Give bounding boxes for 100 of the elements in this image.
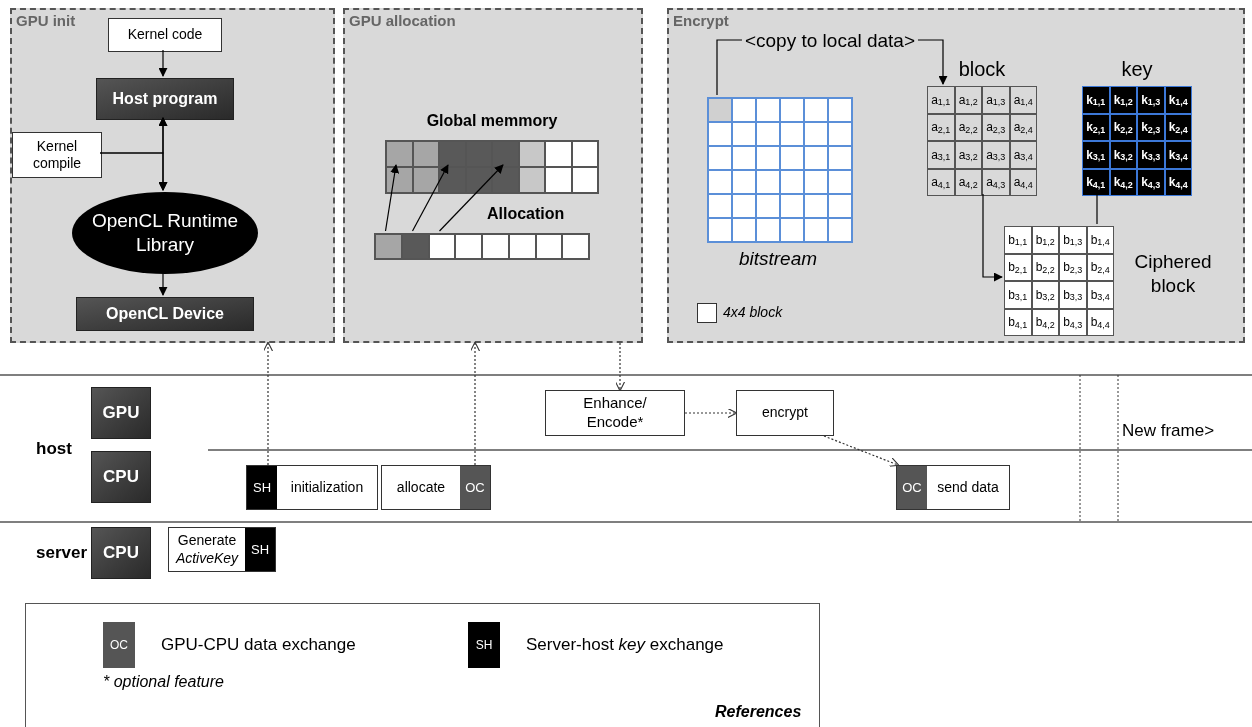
panel-title: Encrypt — [673, 11, 729, 31]
legend-text: GPU-CPU data exchange — [161, 634, 356, 657]
node-caption: Ciphered block — [1133, 250, 1213, 298]
arrow — [982, 193, 1003, 282]
matrix-cell: a$_{4,1}$ — [927, 168, 955, 196]
grid-heading: Allocation — [487, 204, 565, 224]
arrow — [384, 164, 400, 232]
tag-badge: SH — [245, 528, 275, 571]
matrix-cell: b$_{4,2}$ — [1031, 308, 1059, 336]
matrix-cell: b$_{3,3}$ — [1059, 281, 1087, 309]
matrix-cell: a$_{2,2}$ — [954, 113, 982, 141]
matrix-cell: b$_{3,2}$ — [1031, 281, 1059, 309]
matrix-cell: b$_{2,4}$ — [1086, 253, 1114, 281]
processor-box: CPU — [91, 527, 151, 579]
matrix-cell: k$_{1,1}$ — [1082, 86, 1110, 114]
matrix-cell: a$_{4,2}$ — [954, 168, 982, 196]
dotted-arrow — [262, 341, 274, 466]
node-caption: bitstream — [737, 247, 819, 271]
matrix-cell: b$_{2,2}$ — [1031, 253, 1059, 281]
group-panel — [10, 8, 335, 343]
matrix-cell: a$_{1,1}$ — [927, 86, 955, 114]
arrow — [438, 164, 504, 232]
matrix-cell: a$_{1,3}$ — [982, 86, 1010, 114]
matrix-cell: a$_{4,4}$ — [1009, 168, 1037, 196]
tag-badge: OC — [460, 466, 490, 509]
matrix-cell: a$_{3,2}$ — [954, 141, 982, 169]
dotted-arrow — [469, 341, 481, 466]
matrix-cell: b$_{4,1}$ — [1004, 308, 1032, 336]
task-label: allocate — [395, 478, 447, 497]
grid-heading: key — [1121, 57, 1153, 82]
process-box: Host program — [96, 78, 234, 120]
lane-label: host — [36, 438, 72, 460]
matrix-cell: b$_{1,4}$ — [1086, 226, 1114, 254]
matrix-cell: b$_{2,3}$ — [1059, 253, 1087, 281]
panel-title: GPU init — [16, 11, 76, 31]
matrix-cell: k$_{3,1}$ — [1082, 141, 1110, 169]
process-box: OpenCL Device — [76, 297, 254, 331]
processor-box: CPU — [91, 451, 151, 503]
task-label: Generate ActiveKey — [174, 532, 240, 567]
matrix-cell: a$_{1,4}$ — [1009, 86, 1037, 114]
arrow — [99, 152, 168, 191]
legend-swatch: OC — [103, 622, 135, 668]
task-label: send data — [936, 478, 1000, 497]
matrix-cell: a$_{3,4}$ — [1009, 141, 1037, 169]
task-box — [896, 465, 1010, 510]
ellipse-node: OpenCL Runtime Library — [72, 192, 258, 274]
matrix-cell: b$_{1,2}$ — [1031, 226, 1059, 254]
arrow — [158, 49, 168, 77]
matrix-cell: a$_{4,3}$ — [982, 168, 1010, 196]
task-box — [246, 465, 378, 510]
matrix-cell: k$_{4,4}$ — [1164, 168, 1192, 196]
matrix-cell: a$_{3,1}$ — [927, 141, 955, 169]
group-panel — [667, 8, 1245, 343]
process-box: Enhance/ Encode* — [545, 390, 685, 436]
matrix-cell: k$_{4,1}$ — [1082, 168, 1110, 196]
matrix-cell: k$_{3,4}$ — [1164, 141, 1192, 169]
note-text: * optional feature — [103, 672, 224, 692]
matrix-cell: b$_{3,4}$ — [1086, 281, 1114, 309]
panel-title: GPU allocation — [349, 11, 456, 31]
matrix-cell: k$_{2,2}$ — [1109, 113, 1137, 141]
matrix-cell: k$_{1,2}$ — [1109, 86, 1137, 114]
matrix-cell: k$_{3,2}$ — [1109, 141, 1137, 169]
lane-label: server — [36, 542, 88, 564]
matrix-cell: k$_{4,3}$ — [1137, 168, 1165, 196]
process-box: encrypt — [736, 390, 834, 436]
tag-badge: SH — [247, 466, 277, 509]
grid-heading: block — [958, 57, 1006, 82]
matrix-cell: b$_{2,1}$ — [1004, 253, 1032, 281]
matrix-cell: k$_{3,3}$ — [1137, 141, 1165, 169]
matrix-cell: a$_{2,1}$ — [927, 113, 955, 141]
matrix-cell: b$_{1,3}$ — [1059, 226, 1087, 254]
matrix-cell: b$_{4,3}$ — [1059, 308, 1087, 336]
matrix-cell: a$_{2,3}$ — [982, 113, 1010, 141]
legend-text: 4x4 block — [723, 303, 783, 322]
matrix-cell: k$_{2,3}$ — [1137, 113, 1165, 141]
matrix-cell: k$_{2,1}$ — [1082, 113, 1110, 141]
process-box: Kernel code — [108, 18, 222, 52]
dotted-arrow — [684, 407, 738, 419]
matrix-cell: a$_{3,3}$ — [982, 141, 1010, 169]
task-box — [168, 527, 276, 572]
arrow — [411, 164, 449, 232]
dotted-arrow — [823, 435, 900, 467]
note-text: References — [715, 702, 802, 722]
connector-line — [1096, 193, 1098, 225]
legend-swatch: SH — [468, 622, 500, 668]
matrix-cell: k$_{1,4}$ — [1164, 86, 1192, 114]
processor-box: GPU — [91, 387, 151, 439]
matrix-cell: b$_{1,1}$ — [1004, 226, 1032, 254]
arrow — [158, 271, 168, 296]
matrix-cell: b$_{3,1}$ — [1004, 281, 1032, 309]
tag-badge: OC — [897, 466, 927, 509]
legend-text: Server-host key exchange — [526, 634, 724, 657]
grid-heading: Global memmory — [426, 111, 558, 131]
note-text: New frame> — [1122, 420, 1215, 442]
task-box — [381, 465, 491, 510]
matrix-cell: a$_{1,2}$ — [954, 86, 982, 114]
matrix-cell: a$_{2,4}$ — [1009, 113, 1037, 141]
task-label: initialization — [289, 478, 365, 497]
matrix-cell: b$_{4,4}$ — [1086, 308, 1114, 336]
group-panel — [343, 8, 643, 343]
